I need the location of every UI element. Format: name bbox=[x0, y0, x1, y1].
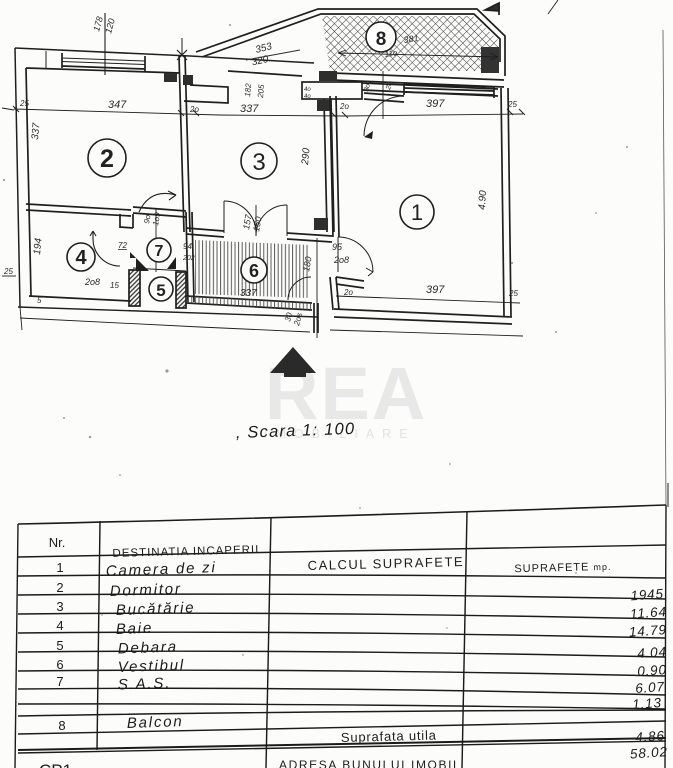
svg-text:320: 320 bbox=[251, 54, 270, 68]
svg-text:CP1: CP1 bbox=[39, 761, 72, 768]
svg-text:IMOBILIARE: IMOBILIARE bbox=[264, 427, 416, 441]
svg-text:290: 290 bbox=[300, 147, 313, 166]
svg-text:150: 150 bbox=[251, 216, 263, 233]
svg-text:157: 157 bbox=[241, 213, 254, 231]
svg-text:2o8: 2o8 bbox=[333, 255, 349, 265]
svg-text:14.79: 14.79 bbox=[628, 622, 667, 640]
svg-text:381: 381 bbox=[403, 33, 419, 45]
svg-text:6.07: 6.07 bbox=[635, 679, 665, 696]
svg-text:1o9: 1o9 bbox=[151, 211, 162, 226]
svg-text:94: 94 bbox=[183, 242, 192, 251]
svg-text:Baie: Baie bbox=[116, 620, 154, 638]
svg-text:DESTINATIA INCAPERII: DESTINATIA INCAPERII bbox=[112, 544, 259, 560]
svg-text:SUPRAFETE mp.: SUPRAFETE mp. bbox=[514, 561, 611, 576]
svg-text:2os: 2os bbox=[292, 312, 304, 328]
svg-text:5: 5 bbox=[156, 281, 165, 300]
svg-text:397: 397 bbox=[426, 284, 445, 296]
svg-text:1.13: 1.13 bbox=[632, 695, 662, 712]
svg-text:58.02: 58.02 bbox=[629, 744, 668, 762]
svg-text:2o: 2o bbox=[385, 81, 394, 91]
svg-text:180: 180 bbox=[301, 256, 313, 273]
svg-text:25: 25 bbox=[507, 100, 517, 109]
svg-text:7: 7 bbox=[56, 674, 63, 689]
svg-text:3o: 3o bbox=[363, 83, 372, 92]
svg-text:8: 8 bbox=[58, 718, 65, 733]
svg-text:9o: 9o bbox=[142, 213, 153, 224]
svg-text:337: 337 bbox=[240, 103, 259, 115]
svg-text:72: 72 bbox=[118, 241, 127, 250]
svg-text:30: 30 bbox=[283, 311, 294, 322]
svg-text:4.90: 4.90 bbox=[477, 190, 489, 210]
svg-text:11o: 11o bbox=[384, 48, 398, 59]
svg-text:182: 182 bbox=[243, 83, 253, 98]
svg-text:15: 15 bbox=[110, 281, 119, 290]
svg-text:5: 5 bbox=[37, 296, 42, 305]
svg-text:25: 25 bbox=[508, 289, 518, 298]
svg-text:Camera de zi: Camera de zi bbox=[106, 559, 217, 580]
svg-text:4o: 4o bbox=[304, 87, 311, 93]
svg-text:2: 2 bbox=[56, 580, 63, 595]
svg-text:Suprafata utila: Suprafata utila bbox=[341, 727, 437, 745]
svg-text:337: 337 bbox=[240, 288, 257, 299]
svg-text:95: 95 bbox=[332, 242, 343, 252]
svg-text:4: 4 bbox=[56, 618, 63, 633]
svg-text:2o: 2o bbox=[343, 288, 353, 297]
svg-text:4o: 4o bbox=[304, 94, 311, 100]
svg-text:ADRESA BUNULUI IMOBIL: ADRESA BUNULUI IMOBIL bbox=[279, 758, 461, 768]
svg-text:202: 202 bbox=[182, 255, 195, 262]
svg-text:178: 178 bbox=[91, 15, 105, 32]
svg-text:205: 205 bbox=[256, 84, 266, 100]
svg-text:8: 8 bbox=[376, 29, 387, 50]
svg-text:4: 4 bbox=[75, 247, 87, 269]
svg-text:3: 3 bbox=[56, 599, 63, 614]
svg-text:4.86: 4.86 bbox=[635, 728, 665, 745]
svg-text:25: 25 bbox=[19, 99, 29, 108]
svg-text:7: 7 bbox=[155, 243, 164, 260]
svg-text:337: 337 bbox=[30, 122, 42, 140]
svg-text:Debara: Debara bbox=[118, 638, 179, 657]
svg-text:Bucătărie: Bucătărie bbox=[116, 599, 196, 619]
svg-text:120: 120 bbox=[103, 17, 117, 34]
svg-text:1: 1 bbox=[56, 560, 63, 575]
svg-text:2o: 2o bbox=[189, 105, 199, 114]
svg-text:2o: 2o bbox=[339, 102, 349, 111]
svg-text:3: 3 bbox=[252, 149, 265, 176]
svg-text:353: 353 bbox=[254, 41, 273, 56]
svg-text:, Scara 1: 100: , Scara 1: 100 bbox=[236, 420, 356, 442]
svg-text:11.64: 11.64 bbox=[629, 604, 667, 622]
svg-text:2o8: 2o8 bbox=[84, 277, 100, 287]
svg-text:397: 397 bbox=[426, 98, 445, 110]
svg-text:4.04: 4.04 bbox=[637, 644, 667, 661]
svg-text:Vestibul: Vestibul bbox=[118, 657, 186, 676]
svg-text:0.90: 0.90 bbox=[637, 662, 667, 679]
svg-text:5: 5 bbox=[56, 638, 63, 653]
svg-text:6: 6 bbox=[56, 657, 63, 672]
svg-text:194: 194 bbox=[32, 237, 44, 255]
svg-text:S.A.S.: S.A.S. bbox=[118, 675, 172, 694]
svg-text:CALCUL SUPRAFETE: CALCUL SUPRAFETE bbox=[307, 554, 464, 573]
svg-text:2: 2 bbox=[100, 145, 114, 173]
svg-text:Nr.: Nr. bbox=[49, 535, 66, 550]
svg-text:Dormitor: Dormitor bbox=[110, 580, 182, 599]
svg-text:347: 347 bbox=[108, 99, 127, 111]
svg-text:6: 6 bbox=[249, 261, 259, 281]
svg-text:1: 1 bbox=[411, 200, 423, 225]
svg-text:Balcon: Balcon bbox=[127, 713, 184, 732]
svg-text:25: 25 bbox=[3, 267, 13, 276]
svg-text:1945: 1945 bbox=[630, 586, 664, 603]
